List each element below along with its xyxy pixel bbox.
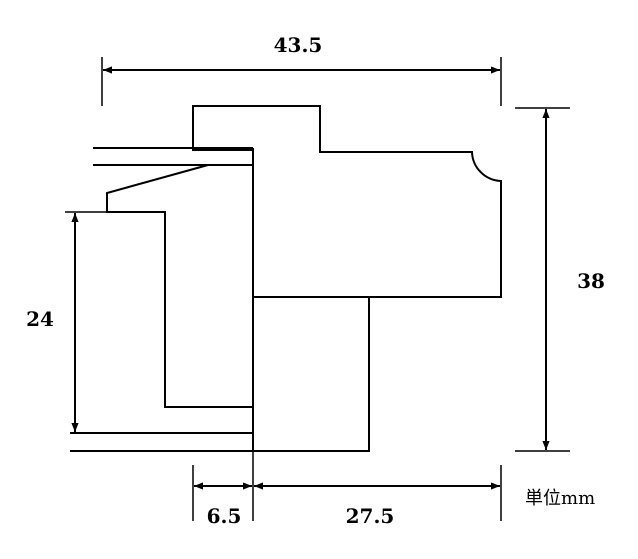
profile-outline bbox=[70, 105, 502, 452]
dimension-labels: 43.5 38 24 6.5 27.5 単位mm bbox=[26, 33, 605, 528]
dim-label-bottom-left: 6.5 bbox=[207, 504, 242, 528]
dim-label-top-width: 43.5 bbox=[274, 33, 323, 57]
dim-label-right-height: 38 bbox=[577, 269, 605, 293]
top-block-outline bbox=[192, 105, 502, 298]
dimension-lines bbox=[65, 57, 570, 521]
bottom-block-outline bbox=[253, 297, 370, 452]
unit-label: 単位mm bbox=[525, 488, 595, 509]
dim-label-bottom-right: 27.5 bbox=[346, 504, 395, 528]
dim-label-left-height: 24 bbox=[26, 307, 54, 331]
wedge-outline bbox=[106, 164, 253, 408]
